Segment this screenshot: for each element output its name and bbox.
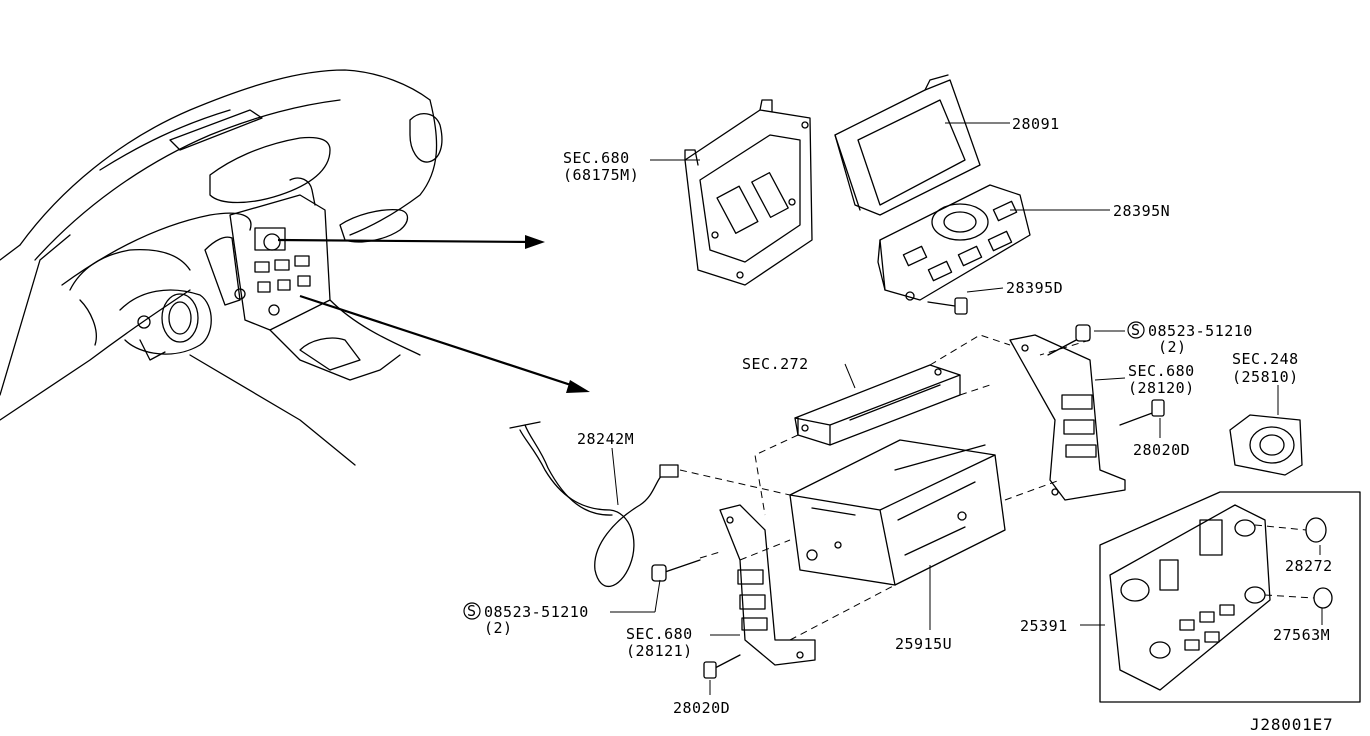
label-28020d-bottom: 28020D bbox=[673, 699, 730, 717]
display-28091 bbox=[834, 74, 981, 216]
screw-28020d-bottom bbox=[703, 654, 741, 679]
label-screw-top-number: 08523-51210 bbox=[1148, 322, 1253, 340]
audio-unit-25915u bbox=[789, 439, 1006, 586]
screw-symbol-left-letter: S bbox=[467, 602, 477, 620]
knob-28272 bbox=[1305, 517, 1327, 543]
label-sec248: SEC.248 bbox=[1232, 350, 1299, 368]
assembly-dashed-lines bbox=[679, 334, 1315, 641]
module-sec272 bbox=[794, 364, 961, 446]
label-28242m: 28242M bbox=[577, 430, 634, 448]
label-sec272: SEC.272 bbox=[742, 355, 809, 373]
screw-top-08523 bbox=[1047, 324, 1091, 356]
bracket-28121 bbox=[719, 504, 816, 666]
part-labels: SEC.680 (68175M) 28091 28395N 28395D S 0… bbox=[463, 115, 1333, 734]
label-28020d-right: 28020D bbox=[1133, 441, 1190, 459]
label-sec680-top-sub: (68175M) bbox=[563, 166, 639, 184]
label-25391: 25391 bbox=[1020, 617, 1068, 635]
screw-symbol-top: S bbox=[1127, 321, 1145, 339]
dashboard-illustration bbox=[0, 69, 443, 466]
label-screw-top-qty: (2) bbox=[1158, 338, 1187, 356]
screw-28395d bbox=[927, 297, 968, 315]
label-sec680-mid-sub: (28120) bbox=[1128, 379, 1195, 397]
label-sec680-top: SEC.680 bbox=[563, 149, 630, 167]
label-sec680-low: SEC.680 bbox=[626, 625, 693, 643]
controller-28395n bbox=[877, 184, 1031, 301]
knob-27563m bbox=[1313, 587, 1333, 609]
callout-arrows bbox=[277, 235, 590, 393]
part-sec248 bbox=[1229, 414, 1303, 476]
bracket-68175m bbox=[684, 99, 813, 286]
label-25915u: 25915U bbox=[895, 635, 952, 653]
screw-symbol-top-letter: S bbox=[1131, 321, 1141, 339]
label-27563m: 27563M bbox=[1273, 626, 1330, 644]
label-sec680-mid: SEC.680 bbox=[1128, 362, 1195, 380]
label-screw-left-number: 08523-51210 bbox=[484, 603, 589, 621]
screw-symbol-left: S bbox=[463, 602, 481, 620]
bracket-28120 bbox=[1009, 334, 1126, 501]
label-sec248-sub: (25810) bbox=[1232, 368, 1299, 386]
harness-28242m bbox=[509, 421, 679, 588]
label-28272: 28272 bbox=[1285, 557, 1333, 575]
label-28091: 28091 bbox=[1012, 115, 1060, 133]
label-sec680-low-sub: (28121) bbox=[626, 642, 693, 660]
screw-left-08523 bbox=[651, 559, 701, 582]
diagram-reference-code: J28001E7 bbox=[1250, 715, 1333, 734]
label-screw-left-qty: (2) bbox=[484, 619, 513, 637]
screw-28020d-right bbox=[1119, 399, 1165, 426]
label-28395d: 28395D bbox=[1006, 279, 1063, 297]
leader-lines bbox=[610, 122, 1323, 695]
label-28395n: 28395N bbox=[1113, 202, 1170, 220]
